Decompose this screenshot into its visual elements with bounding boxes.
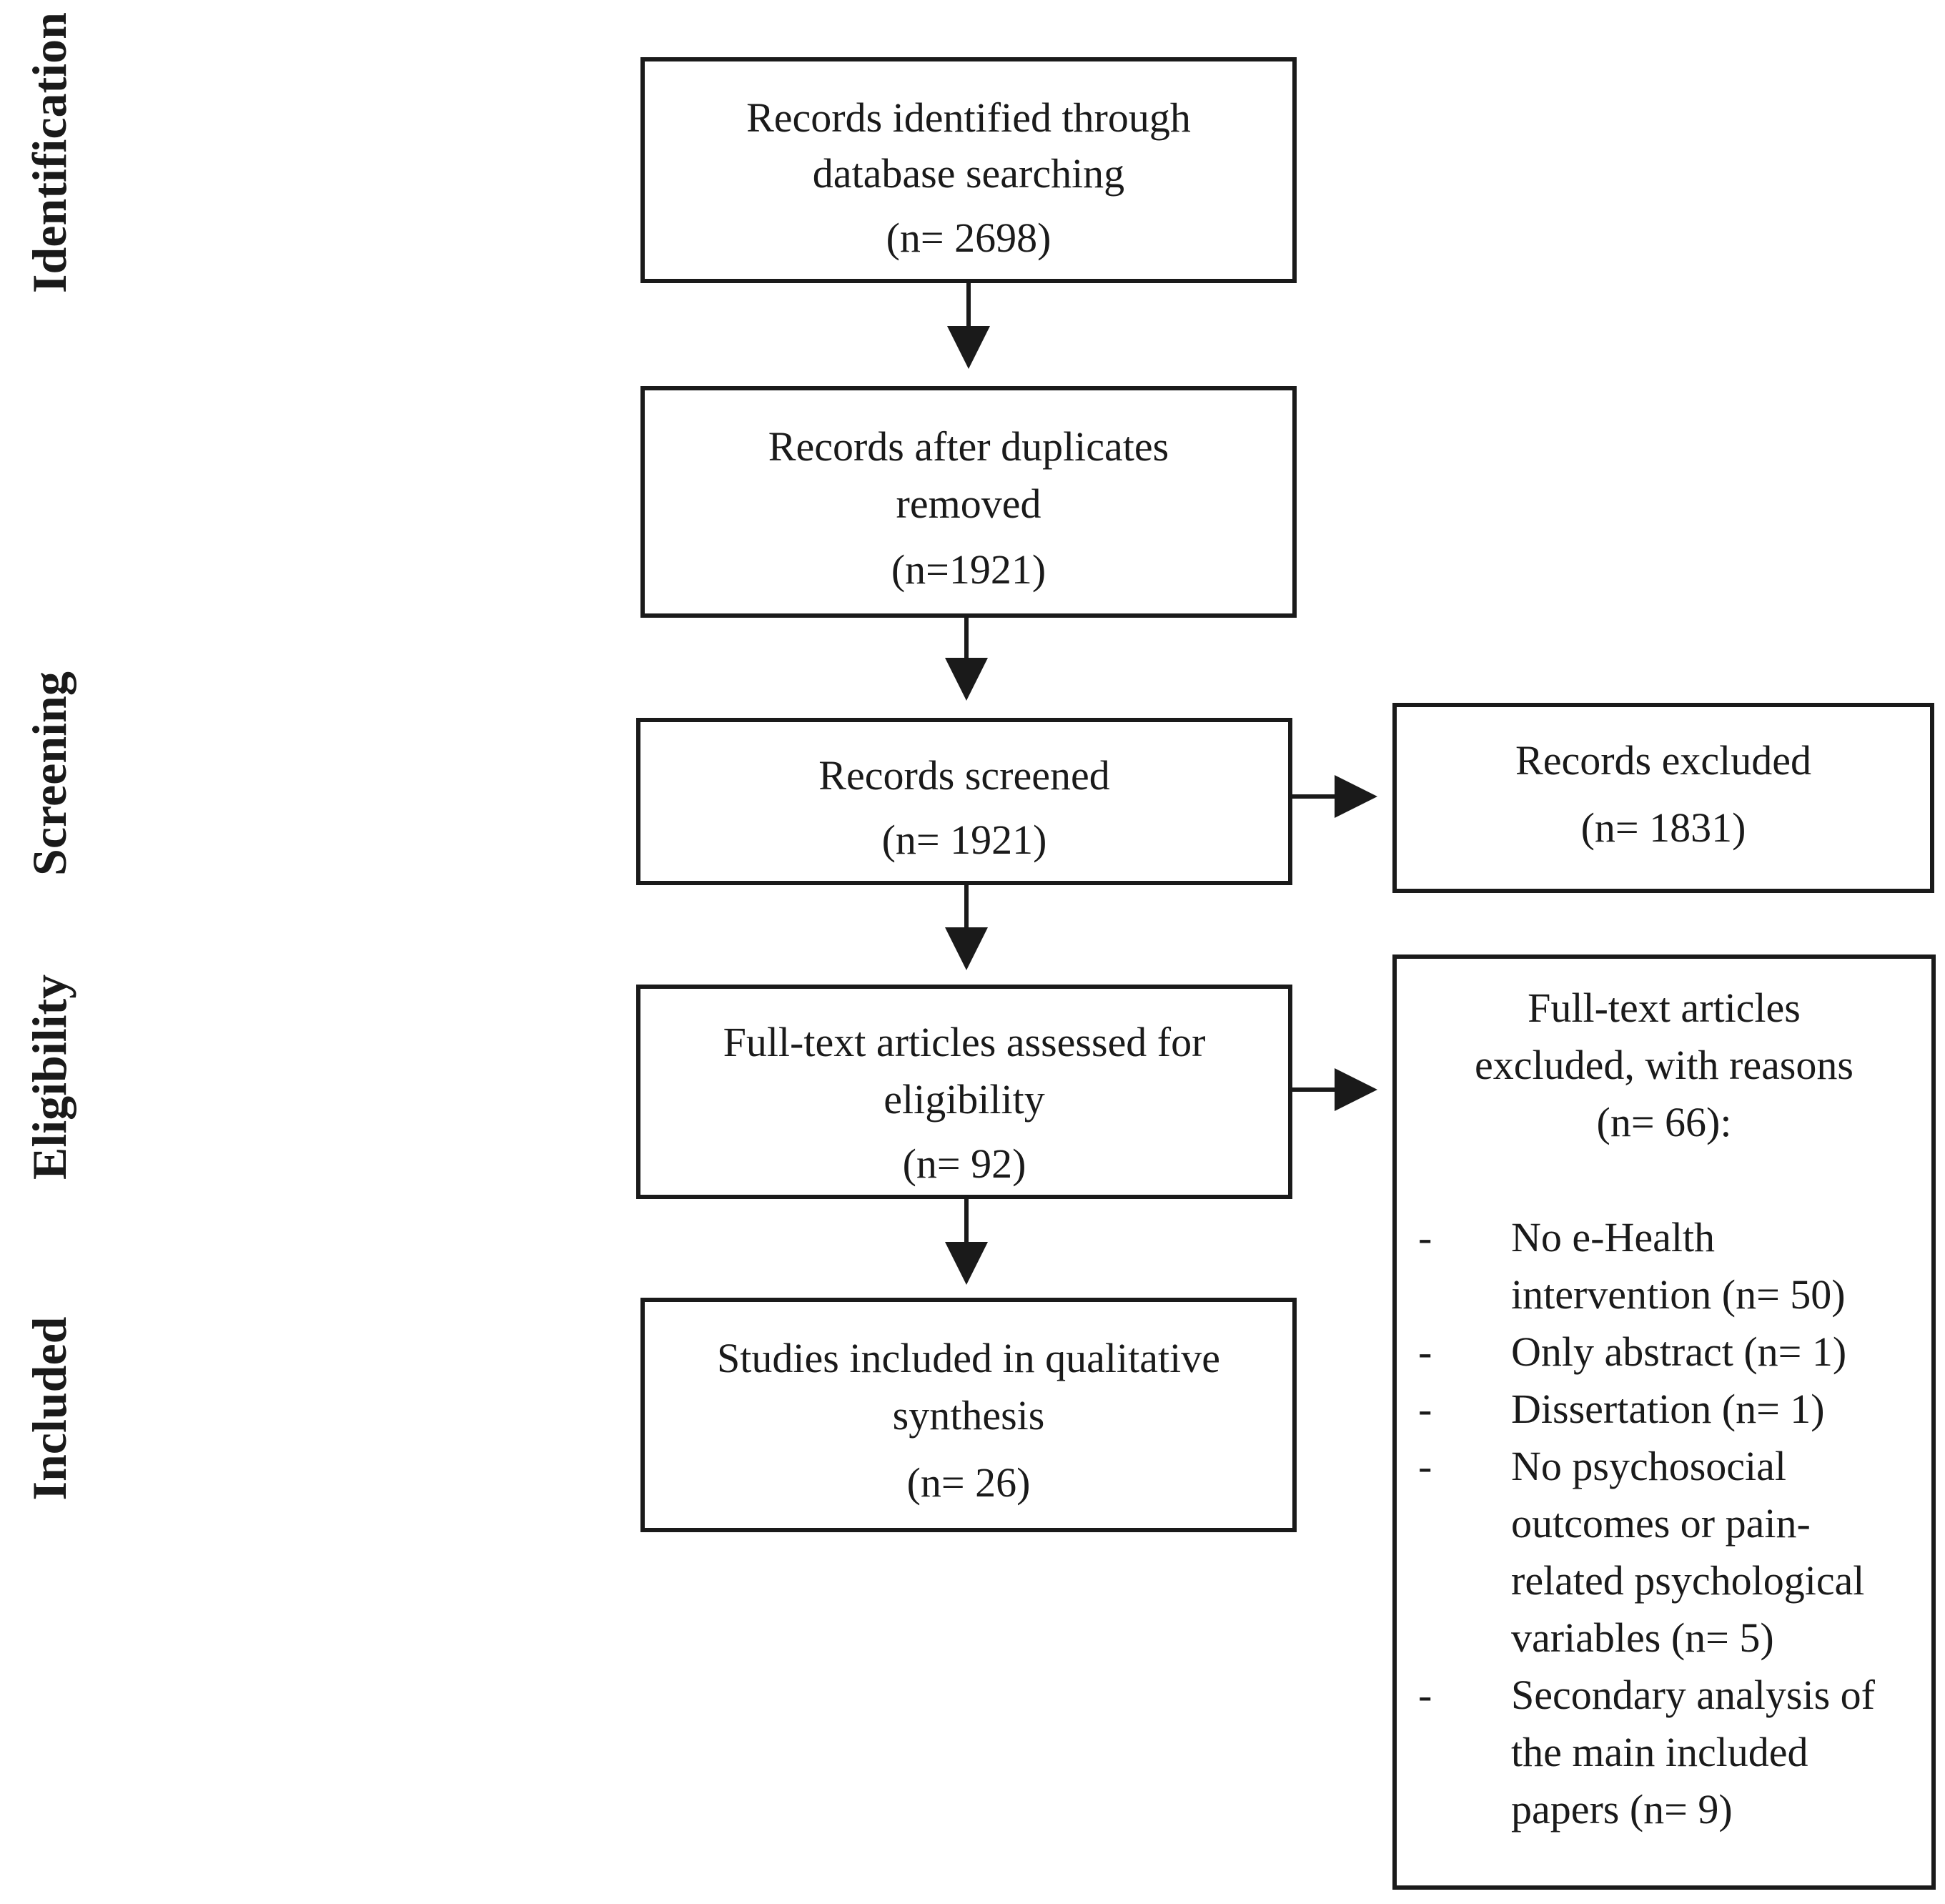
box-records-after-duplicates-count: (n=1921) — [891, 546, 1046, 593]
box-fulltext-assessed: Full-text articles assessed for eligibil… — [636, 985, 1292, 1199]
box-records-identified-line2: database searching — [812, 150, 1125, 197]
exclusion-reasons-list: - No e-Health intervention (n= 50) - Onl… — [1418, 1209, 1917, 1838]
box-fulltext-excluded-line1: Full-text articles — [1528, 985, 1801, 1031]
box-records-screened-count: (n= 1921) — [881, 817, 1047, 863]
reason-line: Only abstract (n= 1) — [1511, 1328, 1847, 1375]
reason-line: intervention (n= 50) — [1511, 1271, 1846, 1318]
box-fulltext-assessed-count: (n= 92) — [902, 1140, 1026, 1187]
box-records-excluded-line1: Records excluded — [1515, 737, 1811, 784]
box-records-excluded: Records excluded (n= 1831) — [1392, 703, 1934, 893]
reason-line: Dissertation (n= 1) — [1511, 1386, 1825, 1432]
box-records-identified-count: (n= 2698) — [886, 214, 1051, 261]
box-studies-included: Studies included in qualitative synthesi… — [640, 1298, 1297, 1532]
box-fulltext-excluded: Full-text articles excluded, with reason… — [1392, 955, 1936, 1890]
box-studies-included-count: (n= 26) — [906, 1459, 1031, 1506]
exclusion-reason: - Only abstract (n= 1) — [1418, 1323, 1917, 1381]
reason-bullet: - — [1418, 1214, 1432, 1261]
box-records-after-duplicates-line2: removed — [896, 480, 1041, 527]
exclusion-reason: - Secondary analysis of the main include… — [1418, 1667, 1917, 1838]
reason-bullet: - — [1418, 1328, 1432, 1375]
reason-bullet: - — [1418, 1672, 1432, 1718]
box-studies-included-line1: Studies included in qualitative — [717, 1335, 1220, 1381]
exclusion-reason: - No e-Health intervention (n= 50) — [1418, 1209, 1917, 1323]
reason-line: No psychosocial — [1511, 1443, 1786, 1489]
box-fulltext-assessed-line1: Full-text articles assessed for — [723, 1019, 1206, 1065]
box-records-screened-line1: Records screened — [818, 752, 1110, 799]
box-records-after-duplicates: Records after duplicates removed (n=1921… — [640, 386, 1297, 618]
exclusion-reason: - No psychosocial outcomes or pain- rela… — [1418, 1438, 1917, 1667]
reason-bullet: - — [1418, 1443, 1432, 1489]
reason-line: Secondary analysis of — [1511, 1672, 1875, 1718]
reason-line: the main included — [1511, 1729, 1808, 1775]
box-records-screened: Records screened (n= 1921) — [636, 718, 1292, 885]
box-records-after-duplicates-line1: Records after duplicates — [768, 423, 1169, 470]
reason-line: outcomes or pain- — [1511, 1500, 1811, 1547]
reason-line: No e-Health — [1511, 1214, 1716, 1261]
box-studies-included-line2: synthesis — [892, 1392, 1045, 1439]
reason-bullet: - — [1418, 1386, 1432, 1432]
box-fulltext-excluded-line2: excluded, with reasons — [1475, 1042, 1854, 1088]
reason-line: related psychological — [1511, 1557, 1865, 1604]
box-records-identified: Records identified through database sear… — [640, 57, 1297, 283]
box-fulltext-assessed-line2: eligibility — [884, 1076, 1045, 1123]
box-records-identified-line1: Records identified through — [746, 94, 1191, 141]
box-fulltext-excluded-count: (n= 66): — [1596, 1099, 1732, 1145]
reason-line: papers (n= 9) — [1511, 1786, 1733, 1833]
reason-line: variables (n= 5) — [1511, 1614, 1774, 1661]
box-records-excluded-count: (n= 1831) — [1580, 804, 1746, 851]
exclusion-reason: - Dissertation (n= 1) — [1418, 1381, 1917, 1438]
